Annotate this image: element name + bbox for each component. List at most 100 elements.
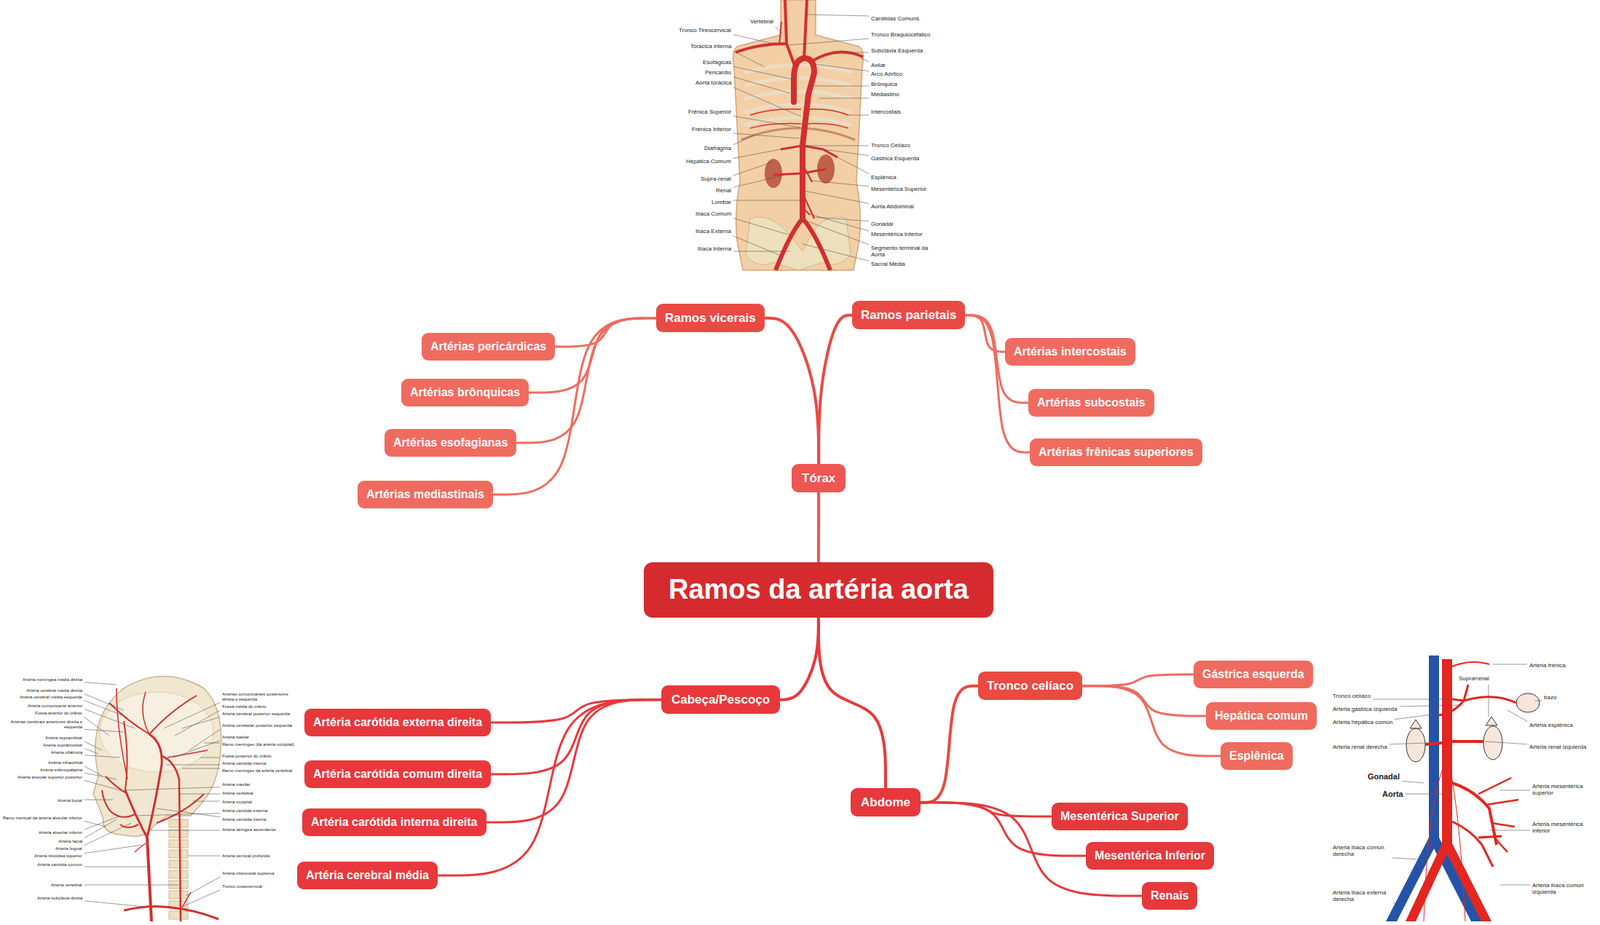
- central-topic: Ramos da artéria aorta: [643, 562, 994, 618]
- figure-label: Ilíaca Comum: [695, 211, 732, 218]
- figure-label: Artéria lingual: [55, 846, 83, 852]
- branch-connector: [1082, 686, 1221, 756]
- leader-line: [1372, 699, 1450, 700]
- leader-line: [84, 799, 113, 801]
- figure-label: Suprarrenal: [1458, 675, 1490, 683]
- leaf-topic: Mesentérica Superior: [1051, 802, 1188, 831]
- figure-label: Arteria gástrica izquierda: [1332, 706, 1397, 713]
- artery: [123, 720, 128, 791]
- branch-connector: [818, 315, 853, 464]
- topic-text: Ramos parietais: [860, 307, 957, 323]
- figure-label: Fossa média do crânio: [222, 704, 267, 710]
- leader-line: [149, 830, 220, 831]
- figure-label: Artéria cervical profunda: [222, 853, 270, 859]
- vertebra: [168, 911, 188, 920]
- figure-label: Tronco Tireocervical: [678, 27, 732, 35]
- figure-label: Carótidas Comuns: [871, 16, 920, 23]
- topic-text: Abdome: [860, 794, 911, 810]
- figure-label: Artéria vertebral: [222, 790, 254, 796]
- topic-text: Artérias subcostais: [1037, 395, 1146, 411]
- leader-line: [83, 822, 132, 846]
- leader-line: [733, 135, 754, 145]
- leader-line: [733, 161, 774, 176]
- figure-label: Aorta torácica: [695, 80, 732, 87]
- figure-label: Artéria cerebral posterior esquerda: [222, 711, 290, 717]
- leader-line: [733, 251, 791, 252]
- leaf-topic: Hepática comum: [1206, 702, 1317, 730]
- figure-label: Ramo meníngeo da artéria vertebral: [222, 768, 293, 774]
- leader-line: [84, 694, 124, 711]
- artery: [147, 837, 152, 922]
- leader-line: [1489, 830, 1531, 831]
- artery-branch: [750, 109, 849, 129]
- leader-line: [123, 787, 220, 791]
- figure-label: Arteria mesentérica superior: [1532, 783, 1595, 797]
- figure-label: Tronco celíaco: [1332, 693, 1371, 700]
- figure-label: Mesentérica Inferior: [871, 231, 923, 239]
- skull: [93, 676, 222, 837]
- branch-connector: [554, 318, 657, 347]
- artery-branch: [802, 163, 815, 219]
- leader-line: [84, 900, 146, 907]
- figure-label: Artéria facial: [58, 838, 83, 845]
- figure-label: Mesentérica Superior: [871, 186, 927, 193]
- topic-text: Tórax: [801, 470, 836, 486]
- leader-line: [84, 772, 117, 780]
- leader-line: [802, 243, 869, 261]
- topic-text: Artéria carótida comum direita: [313, 766, 483, 782]
- leader-line: [84, 728, 124, 732]
- leader-line: [806, 14, 869, 17]
- leader-line: [811, 180, 869, 187]
- figure-label: Artéria carótida interna: [222, 761, 267, 767]
- figure-label: Artéria meníngea média direita: [22, 677, 83, 683]
- topic-text: Ramos da artéria aorta: [668, 572, 969, 608]
- leader-line: [1389, 742, 1428, 745]
- leader-line: [174, 710, 220, 736]
- figure-label: Renal: [715, 187, 732, 195]
- branch-connector: [490, 699, 662, 775]
- figure-label: Supra-renal: [700, 176, 732, 183]
- leader-line: [187, 855, 220, 857]
- artery: [142, 691, 150, 735]
- sub-topic: Tronco celíaco: [978, 671, 1083, 700]
- leader-line: [1401, 780, 1424, 783]
- leader-line: [84, 682, 117, 685]
- leader-line: [733, 174, 786, 188]
- leaf-topic: Renais: [1141, 881, 1198, 910]
- figure-label: Mediastino: [871, 91, 900, 99]
- leader-line: [83, 716, 110, 736]
- figure-label: Artéria supraorbital: [45, 735, 83, 741]
- leader-line: [84, 844, 143, 854]
- figure-label: Artéria carótida externa: [222, 808, 268, 814]
- leader-line: [166, 764, 220, 766]
- main-topic: Abdome: [850, 787, 921, 817]
- figure-label: Artérias comunicantes posteriores direit…: [222, 691, 298, 702]
- pelvis: [745, 217, 851, 271]
- figure-label: Arteria ilíaca externa derecha: [1332, 889, 1391, 904]
- leaf-topic: Artéria carótida externa direita: [304, 708, 491, 737]
- leaf-topic: Mesentérica Inferior: [1085, 841, 1215, 870]
- topic-text: Ramos vicerais: [664, 310, 756, 326]
- leader-line: [822, 149, 869, 156]
- leader-line: [774, 26, 783, 33]
- leaf-topic: Artérias brônquicas: [401, 378, 529, 407]
- leader-line: [1405, 793, 1442, 795]
- branch-connector: [964, 315, 1030, 453]
- leader-line: [804, 145, 869, 147]
- head-figure: [93, 676, 222, 922]
- leaf-topic: Artérias mediastinais: [357, 480, 494, 509]
- figure-label: Tronco Celíaco: [871, 142, 911, 150]
- figure-label: Segmento terminal da Aorta: [871, 245, 933, 259]
- leader-line: [1492, 664, 1528, 665]
- artery-branch: [802, 145, 838, 158]
- topic-text: Gástrica esquerda: [1202, 667, 1305, 682]
- artery: [101, 790, 135, 818]
- vertebra: [168, 870, 188, 879]
- leaf-topic: Artérias pericárdicas: [421, 332, 555, 361]
- figure-label: Ramo meníngeo (da artéria occipital): [222, 742, 295, 748]
- artery-branch: [773, 168, 826, 175]
- vertebra: [168, 819, 188, 828]
- leaf-topic: Esplênica: [1220, 742, 1293, 770]
- figure-label: Artéria bucal: [57, 798, 83, 804]
